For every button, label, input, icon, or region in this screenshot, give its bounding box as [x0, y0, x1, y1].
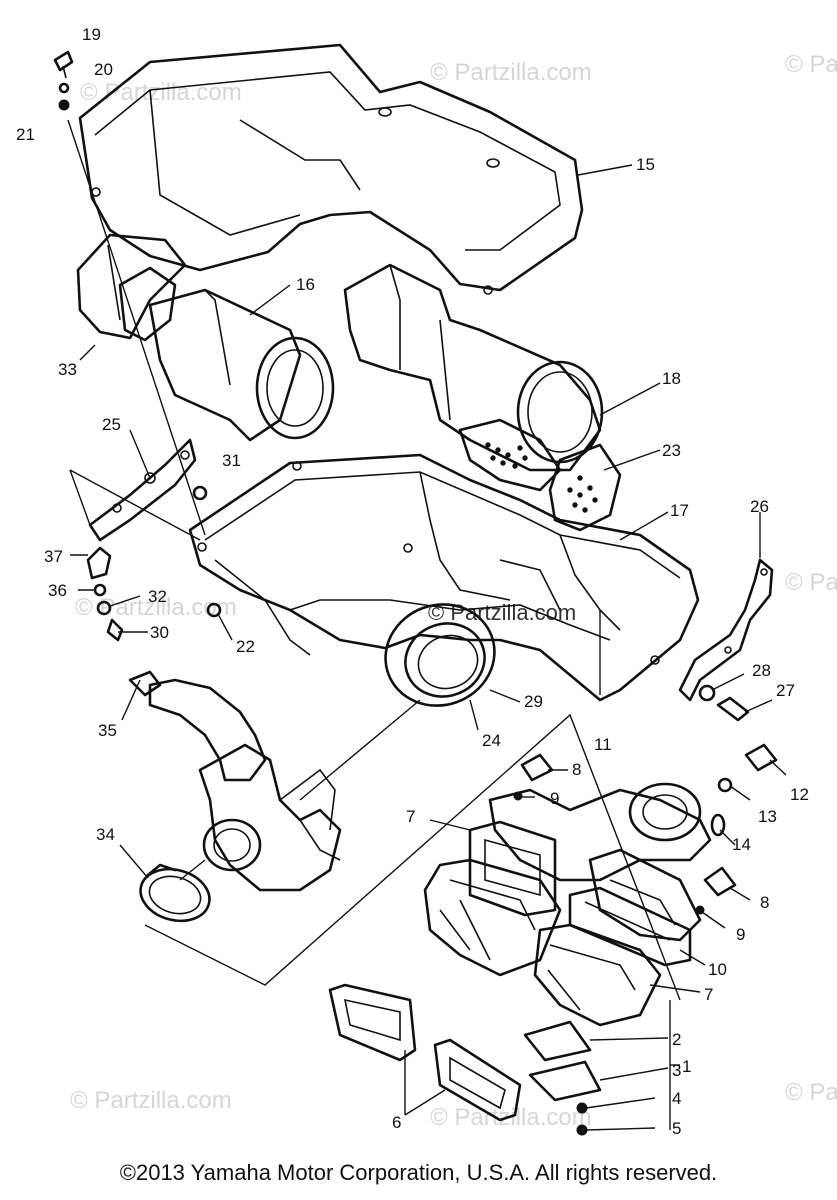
- watermark: © Partzilla.com: [785, 1079, 837, 1106]
- air-box-cover-icon: [78, 43, 584, 295]
- gasket-icon: [468, 820, 557, 917]
- reed-block-icon: [423, 858, 662, 1027]
- gasket-icon: [328, 983, 522, 1122]
- callout-7-lower: 7: [704, 985, 713, 1004]
- callout-20: 20: [94, 60, 113, 79]
- callout-35: 35: [98, 721, 117, 740]
- callout-23: 23: [662, 441, 681, 460]
- bracket-icon: [678, 558, 774, 702]
- callout-24: 24: [482, 731, 501, 750]
- callout-3: 3: [672, 1061, 681, 1080]
- callout-25: 25: [102, 415, 121, 434]
- callout-21: 21: [16, 125, 35, 144]
- bracket-icon: [88, 438, 197, 542]
- callout-30: 30: [150, 623, 169, 642]
- callout-33: 33: [58, 360, 77, 379]
- callout-32: 32: [148, 587, 167, 606]
- assembly-frame-lines: [67, 119, 681, 1001]
- callout-31: 31: [222, 451, 241, 470]
- callout-5: 5: [672, 1119, 681, 1138]
- gasket-icon: [568, 886, 692, 967]
- air-box-case-icon: [188, 453, 700, 702]
- watermark: © Partzilla.com: [785, 51, 837, 78]
- callout-4: 4: [672, 1089, 681, 1108]
- callout-9-lower: 9: [736, 925, 745, 944]
- callout-8-upper: 8: [572, 760, 581, 779]
- watermark: © Partzilla.com: [785, 569, 837, 596]
- callout-7-upper: 7: [406, 807, 415, 826]
- callout-29: 29: [524, 692, 543, 711]
- callout-19: 19: [82, 25, 101, 44]
- callout-16: 16: [296, 275, 315, 294]
- watermark: © Partzilla.com: [430, 59, 592, 86]
- filter-element-icon: [148, 288, 335, 442]
- callout-14: 14: [732, 835, 751, 854]
- callout-27: 27: [776, 681, 795, 700]
- callout-6: 6: [392, 1113, 401, 1132]
- callout-26: 26: [750, 497, 769, 516]
- callout-37: 37: [44, 547, 63, 566]
- reed-valve-icon: [488, 782, 712, 942]
- callout-15: 15: [636, 155, 655, 174]
- callout-1: 1: [682, 1057, 691, 1076]
- callout-8-lower: 8: [760, 893, 769, 912]
- callout-13: 13: [758, 807, 777, 826]
- carburetor-joint-icon: [384, 603, 496, 707]
- intake-duct-icon: [76, 233, 187, 342]
- callout-17: 17: [670, 501, 689, 520]
- callout-labels: 19 20 21 15 16 33 18 25 31 23 17 26 37 3…: [16, 25, 809, 1138]
- callout-28: 28: [752, 661, 771, 680]
- hose-clamp-icon: [139, 863, 211, 923]
- carburetor-icon: [128, 670, 342, 892]
- callout-22: 22: [236, 637, 255, 656]
- watermark: © Partzilla.com: [70, 1087, 232, 1114]
- copyright-notice: ©2013 Yamaha Motor Corporation, U.S.A. A…: [119, 1160, 718, 1185]
- callout-11: 11: [594, 735, 612, 754]
- callout-9-upper: 9: [550, 789, 559, 808]
- reed-petal-icon: [523, 1020, 602, 1102]
- callout-leaders: [70, 164, 787, 1131]
- callout-2: 2: [672, 1030, 681, 1049]
- callout-10: 10: [708, 960, 727, 979]
- filter-screen-icon: [458, 418, 622, 532]
- callout-36: 36: [48, 581, 67, 600]
- callout-34: 34: [96, 825, 115, 844]
- callout-12: 12: [790, 785, 809, 804]
- callout-18: 18: [662, 369, 681, 388]
- filter-element-icon: [343, 263, 604, 472]
